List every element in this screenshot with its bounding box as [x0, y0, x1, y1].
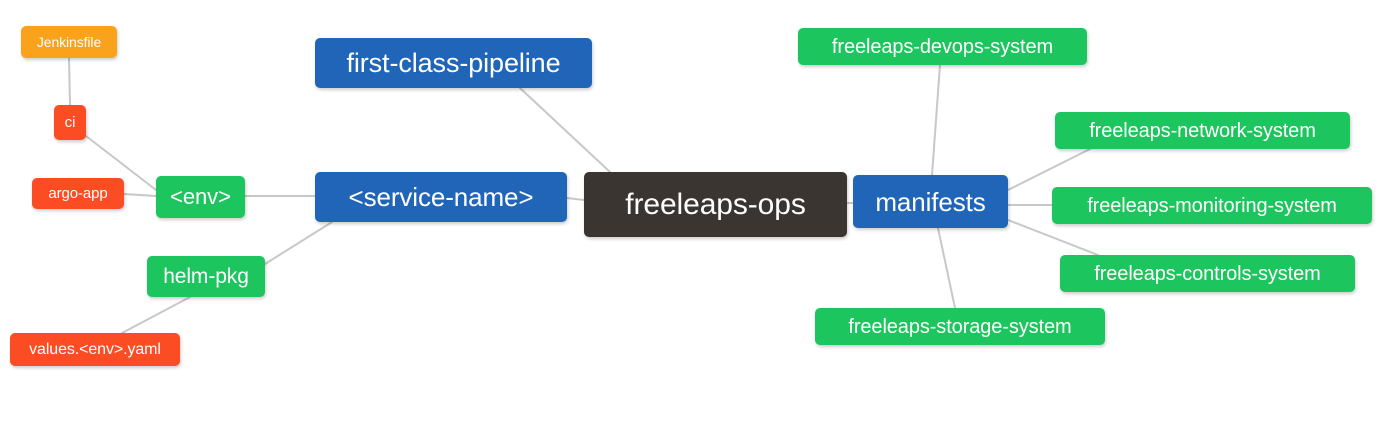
node-freeleaps-controls-system[interactable]: freeleaps-controls-system	[1060, 255, 1355, 292]
node-label-jenkinsfile: Jenkinsfile	[36, 34, 102, 50]
node-label-ci: ci	[64, 114, 76, 131]
node-label-argo-app: argo-app	[48, 185, 108, 202]
node-label-freeleaps-devops-system: freeleaps-devops-system	[831, 35, 1054, 58]
edge-first-class-pipeline-to-freeleaps-ops	[519, 87, 611, 173]
node-label-manifests: manifests	[875, 186, 986, 217]
node-label-env: <env>	[170, 184, 231, 209]
node-freeleaps-ops[interactable]: freeleaps-ops	[584, 172, 847, 237]
node-label-freeleaps-storage-system: freeleaps-storage-system	[848, 315, 1072, 338]
node-label-freeleaps-network-system: freeleaps-network-system	[1089, 119, 1316, 142]
edge-manifests-to-freeleaps-network-system	[1007, 148, 1091, 191]
node-argo-app[interactable]: argo-app	[32, 178, 124, 209]
node-label-freeleaps-controls-system: freeleaps-controls-system	[1094, 262, 1321, 285]
edge-ci-to-env	[85, 135, 157, 191]
node-label-values-yaml: values.<env>.yaml	[29, 340, 161, 358]
edge-values-yaml-to-helm-pkg	[121, 296, 191, 334]
node-ci[interactable]: ci	[54, 105, 86, 140]
node-env[interactable]: <env>	[156, 176, 245, 218]
node-manifests[interactable]: manifests	[853, 175, 1008, 228]
edge-manifests-to-freeleaps-controls-system	[1007, 219, 1099, 256]
node-freeleaps-storage-system[interactable]: freeleaps-storage-system	[815, 308, 1105, 345]
edge-helm-pkg-to-service-name	[264, 221, 333, 265]
edge-manifests-to-freeleaps-storage-system	[937, 227, 956, 309]
node-values-yaml[interactable]: values.<env>.yaml	[10, 333, 180, 366]
node-freeleaps-monitoring-system[interactable]: freeleaps-monitoring-system	[1052, 187, 1372, 224]
node-jenkinsfile[interactable]: Jenkinsfile	[21, 26, 117, 58]
node-freeleaps-network-system[interactable]: freeleaps-network-system	[1055, 112, 1350, 149]
node-first-class-pipeline[interactable]: first-class-pipeline	[315, 38, 592, 88]
edge-service-name-to-freeleaps-ops	[566, 197, 585, 201]
node-label-first-class-pipeline: first-class-pipeline	[346, 47, 561, 78]
node-label-freeleaps-monitoring-system: freeleaps-monitoring-system	[1087, 194, 1337, 217]
edge-argo-app-to-env	[123, 193, 157, 197]
edge-jenkinsfile-to-ci	[68, 57, 71, 106]
node-label-helm-pkg: helm-pkg	[163, 265, 249, 288]
node-freeleaps-devops-system[interactable]: freeleaps-devops-system	[798, 28, 1087, 65]
node-label-freeleaps-ops: freeleaps-ops	[625, 187, 806, 221]
edge-manifests-to-freeleaps-devops-system	[931, 64, 941, 176]
node-helm-pkg[interactable]: helm-pkg	[147, 256, 265, 297]
node-label-service-name: <service-name>	[348, 182, 534, 212]
node-service-name[interactable]: <service-name>	[315, 172, 567, 222]
